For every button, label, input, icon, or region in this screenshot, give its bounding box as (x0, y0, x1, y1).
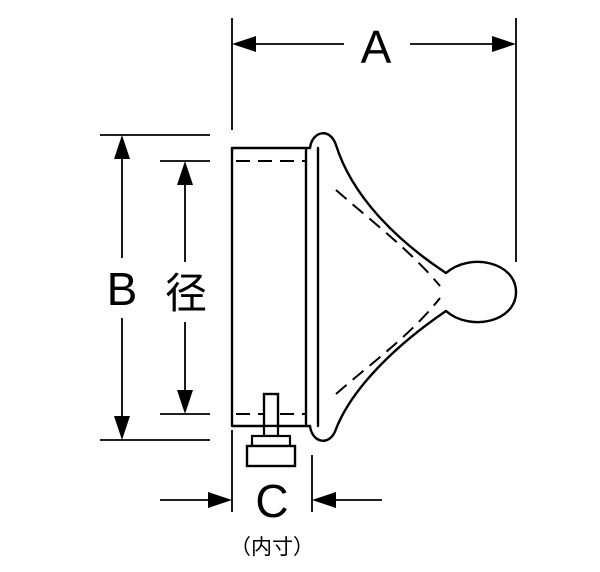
hidden-line-arm-top (335, 189, 441, 287)
arrow-diameter-top (177, 161, 193, 185)
arrow-c-left (208, 492, 232, 508)
arrow-b-top (114, 135, 130, 159)
set-screw-head (245, 444, 297, 468)
label-a: A (361, 21, 392, 73)
dimension-c: C （内寸） (160, 430, 382, 559)
label-inner-note: （内寸） (230, 536, 314, 559)
set-screw-boss (262, 392, 280, 428)
set-screw-head-top (250, 434, 292, 448)
arrow-b-bottom (114, 416, 130, 440)
part-outline (230, 132, 518, 442)
arrow-c-right (312, 492, 336, 508)
set-screw (245, 392, 297, 468)
fitting-part (230, 132, 518, 442)
hidden-line-arm-bottom (335, 297, 441, 395)
dimension-b: B (100, 134, 210, 441)
label-b: B (107, 263, 138, 315)
arrow-a-left (232, 36, 256, 52)
label-diameter: 径 (165, 270, 207, 317)
set-screw-shank (262, 424, 280, 438)
arrow-a-right (492, 36, 516, 52)
dimension-a: A (231, 18, 517, 262)
dimension-diameter: 径 (160, 160, 210, 415)
arrow-diameter-bottom (177, 390, 193, 414)
label-c: C (255, 475, 288, 527)
